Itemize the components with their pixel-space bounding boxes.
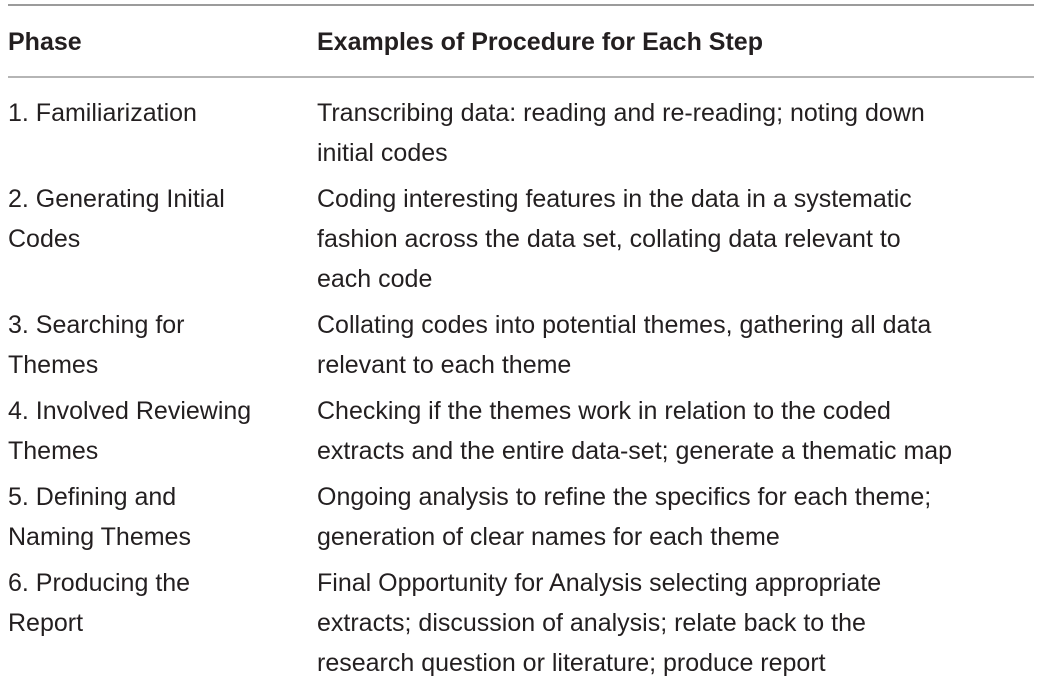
header-phase: Phase <box>8 28 82 56</box>
procedure-line: research question or literature; produce… <box>317 649 826 677</box>
phase-line: 5. Defining and <box>8 483 177 511</box>
phase-line: 3. Searching for <box>8 311 185 339</box>
phase-line: 2. Generating Initial <box>8 185 225 213</box>
phase-line: Themes <box>8 351 99 379</box>
procedure-cell: Checking if the themes work in relation … <box>317 391 1039 471</box>
procedure-cell: Collating codes into potential themes, g… <box>317 305 1039 385</box>
phase-line: Naming Themes <box>8 523 191 551</box>
procedure-line: Collating codes into potential themes, g… <box>317 311 932 339</box>
procedure-line: extracts; discussion of analysis; relate… <box>317 609 866 637</box>
procedure-line: generation of clear names for each theme <box>317 523 780 551</box>
procedure-cell: Final Opportunity for Analysis selecting… <box>317 563 1039 683</box>
phase-line: Report <box>8 609 84 637</box>
table-body: 1. Familiarization Transcribing data: rea… <box>0 93 1040 689</box>
table-header-row: Phase Examples of Procedure for Each Ste… <box>0 26 1040 60</box>
procedure-line: Final Opportunity for Analysis selecting… <box>317 569 882 597</box>
procedure-line: Coding interesting features in the data … <box>317 185 912 213</box>
procedure-cell: Ongoing analysis to refine the specifics… <box>317 477 1039 557</box>
procedure-line: extracts and the entire data-set; genera… <box>317 437 953 465</box>
header-procedure: Examples of Procedure for Each Step <box>317 28 763 56</box>
procedure-line: Transcribing data: reading and re-readin… <box>317 99 925 127</box>
table-top-rule <box>8 4 1034 6</box>
procedure-line: initial codes <box>317 139 448 167</box>
table-row: 1. Familiarization Transcribing data: rea… <box>0 93 1040 173</box>
procedure-cell: Coding interesting features in the data … <box>317 179 1039 299</box>
phase-line: 4. Involved Reviewing <box>8 397 252 425</box>
procedure-line: relevant to each theme <box>317 351 572 379</box>
procedure-line: Ongoing analysis to refine the specifics… <box>317 483 932 511</box>
procedure-cell: Transcribing data: reading and re-readin… <box>317 93 1039 173</box>
procedure-line: each code <box>317 265 433 293</box>
header-divider-rule <box>8 76 1034 78</box>
phase-line: Themes <box>8 437 99 465</box>
phase-line: Codes <box>8 225 81 253</box>
phase-line: 6. Producing the <box>8 569 191 597</box>
procedure-line: fashion across the data set, collating d… <box>317 225 901 253</box>
phase-cell: 1. Familiarization <box>8 93 298 133</box>
phase-line: 1. Familiarization <box>8 99 197 127</box>
procedure-line: Checking if the themes work in relation … <box>317 397 891 425</box>
